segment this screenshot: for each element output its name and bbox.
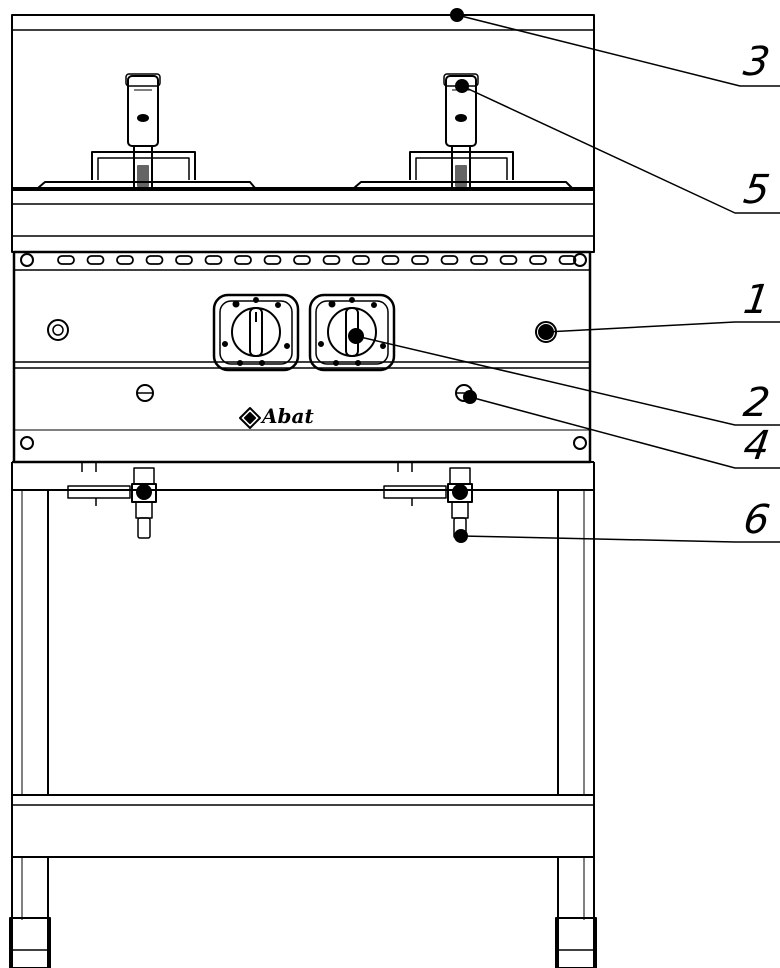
vent-slot <box>499 255 518 265</box>
vent-slot <box>352 255 370 265</box>
base-frame <box>9 461 597 968</box>
vent-slot <box>263 255 282 265</box>
vent-slot <box>175 255 193 265</box>
vent-slot <box>86 255 105 265</box>
brand-logo-mark <box>239 407 261 429</box>
brand-logo-text: Abat <box>262 404 314 428</box>
drain-valve-right[interactable] <box>383 462 473 543</box>
callout-leaders <box>355 8 780 543</box>
vent-slot <box>293 255 311 265</box>
panel-screw-left <box>136 384 154 402</box>
thermostat-knob-left[interactable] <box>212 293 300 372</box>
vent-slot <box>116 255 134 265</box>
indicator-lamp-left <box>47 319 69 341</box>
vent-slot <box>234 255 252 265</box>
vent-slot <box>470 255 488 265</box>
heating-element-left <box>37 73 256 189</box>
vent-slot <box>529 255 547 265</box>
vent-slot <box>381 255 400 265</box>
worktop <box>11 187 595 253</box>
vent-slot <box>558 255 577 265</box>
vent-slot <box>204 255 223 265</box>
vent-slot <box>411 255 429 265</box>
vent-slot <box>440 255 459 265</box>
ventilation-slots <box>57 255 577 265</box>
panel-screw-right <box>455 384 477 404</box>
drain-valve-left[interactable] <box>67 462 157 539</box>
vent-slot <box>322 255 341 265</box>
thermostat-knob-right[interactable] <box>308 293 396 372</box>
vent-slot <box>57 255 75 265</box>
vent-slot <box>145 255 164 265</box>
backsplash <box>11 14 595 191</box>
control-panel <box>12 250 592 464</box>
